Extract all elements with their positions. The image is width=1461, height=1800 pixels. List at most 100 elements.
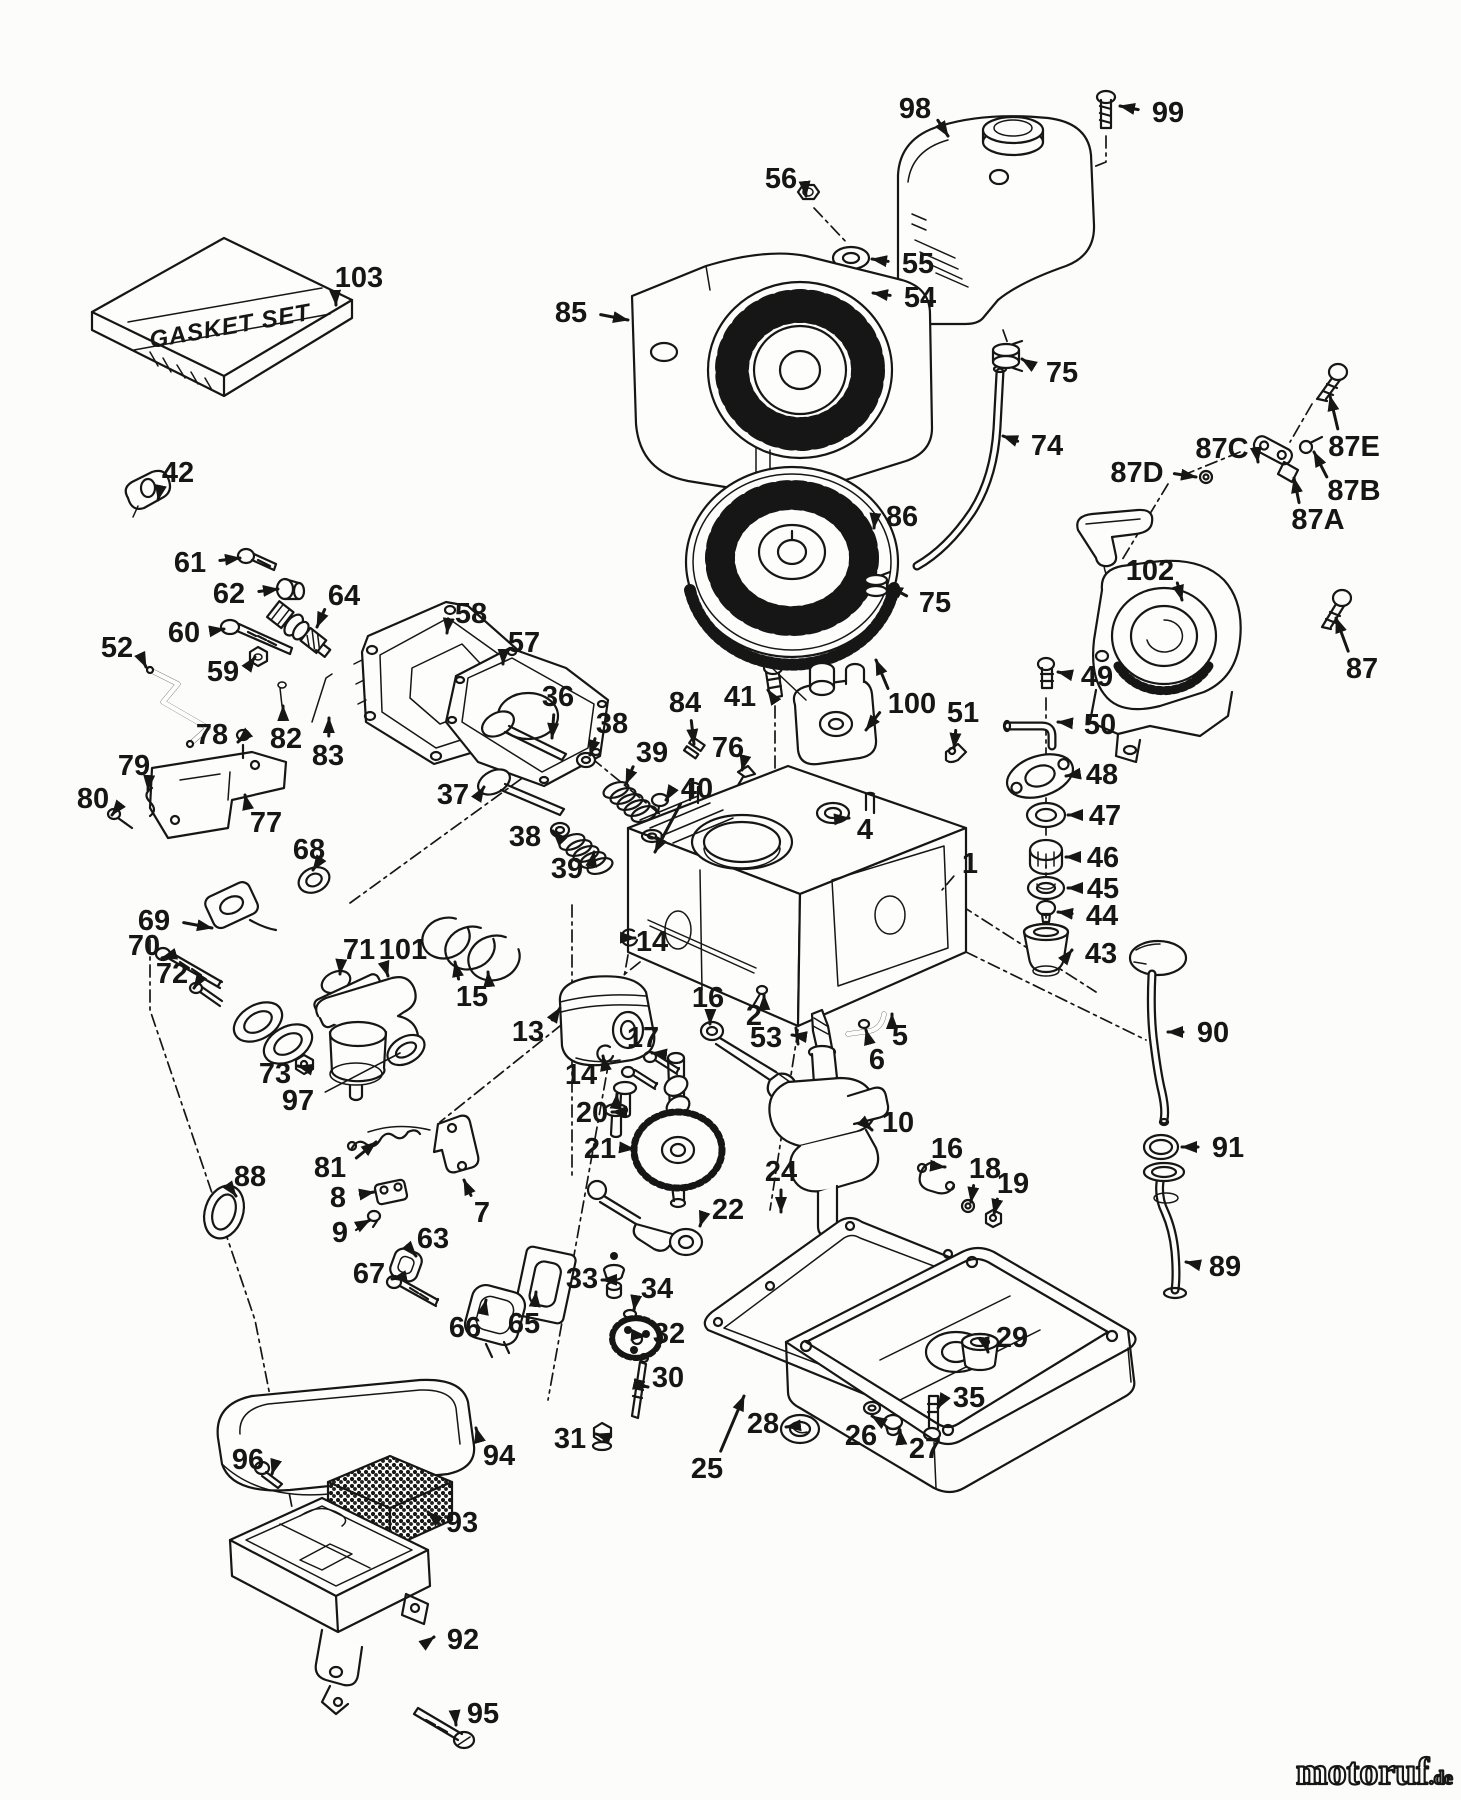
- part-label-24: 24: [765, 1156, 797, 1188]
- part-callout-22: 22: [698, 1194, 744, 1228]
- leader-arrow: [978, 1335, 990, 1354]
- clip-51-drawing: [944, 742, 968, 764]
- part-label-17: 17: [627, 1022, 659, 1054]
- air-box-drawing: [228, 1496, 432, 1716]
- spool-33-drawing: [602, 1263, 626, 1300]
- part-callout-2: 2: [746, 993, 771, 1032]
- leader-arrow: [790, 1031, 808, 1044]
- valve-36-drawing: [481, 710, 568, 762]
- part-label-91: 91: [1212, 1132, 1244, 1164]
- part-label-47: 47: [1089, 800, 1121, 832]
- leader-arrow: [1327, 394, 1340, 431]
- part-label-88: 88: [234, 1161, 266, 1193]
- bushing-62-drawing: [275, 577, 306, 601]
- leader-arrow: [358, 1188, 376, 1201]
- part-label-95: 95: [467, 1698, 499, 1730]
- part-callout-17: 17: [627, 1022, 668, 1061]
- part-label-64: 64: [328, 580, 360, 612]
- leader-arrow: [1172, 468, 1198, 481]
- piston-rings-drawing: [421, 916, 521, 982]
- logo-letter: f: [1416, 1751, 1430, 1793]
- leader-arrow: [1118, 103, 1140, 115]
- part-callout-83: 83: [312, 716, 344, 772]
- part-label-66: 66: [449, 1312, 481, 1344]
- part-callout-10: 10: [856, 1107, 914, 1139]
- part-callout-89: 89: [1184, 1251, 1241, 1283]
- part-label-57: 57: [508, 627, 540, 659]
- part-callout-82: 82: [270, 704, 302, 755]
- logo-letter: m: [1296, 1751, 1328, 1793]
- part-callout-4: 4: [833, 813, 873, 846]
- leader-arrow: [155, 484, 167, 502]
- leader-arrow: [483, 970, 496, 988]
- leader-arrow: [967, 1184, 980, 1204]
- part-label-74: 74: [1031, 430, 1063, 462]
- part-callout-72: 72: [156, 958, 208, 990]
- leader-arrow: [324, 1052, 401, 1093]
- logo-letter: t: [1347, 1751, 1360, 1793]
- part-label-83: 83: [312, 740, 344, 772]
- part-callout-43: 43: [1057, 938, 1117, 970]
- part-callout-93: 93: [426, 1507, 478, 1539]
- leader-arrow: [1056, 907, 1074, 920]
- part-callout-77: 77: [242, 793, 282, 839]
- leader-arrow: [401, 1240, 418, 1258]
- leader-arrow: [585, 850, 598, 868]
- part-label-77: 77: [250, 807, 282, 839]
- part-label-87: 87: [1346, 653, 1378, 685]
- part-label-14: 14: [565, 1059, 597, 1091]
- leader-arrow: [650, 1048, 668, 1061]
- part-label-39: 39: [636, 737, 668, 769]
- leader-arrow: [452, 960, 464, 981]
- leader-arrow: [1312, 450, 1329, 479]
- leader-arrow: [528, 1290, 541, 1308]
- leader-arrow: [895, 1428, 908, 1446]
- part-label-58: 58: [455, 598, 487, 630]
- part-callout-9: 9: [332, 1217, 372, 1249]
- part-label-82: 82: [270, 723, 302, 755]
- part-callout-55: 55: [870, 248, 934, 280]
- part-callout-18: 18: [967, 1153, 1001, 1204]
- part-callout-8: 8: [330, 1182, 376, 1214]
- part-label-53: 53: [750, 1022, 782, 1054]
- part-label-40: 40: [681, 773, 713, 805]
- leader-arrow: [1291, 476, 1303, 505]
- part-label-1: 1: [962, 848, 978, 880]
- part-label-20: 20: [576, 1097, 608, 1129]
- leader-arrow: [870, 255, 890, 268]
- leader-arrow: [442, 617, 455, 635]
- part-callout-75: 75: [886, 584, 951, 619]
- part-label-67: 67: [353, 1258, 385, 1290]
- carburetor-drawing: [313, 973, 422, 1102]
- part-callout-39: 39: [551, 850, 598, 885]
- part-label-94: 94: [483, 1440, 515, 1472]
- part-label-41: 41: [724, 681, 756, 713]
- breather-bolt-49-drawing: [1036, 656, 1056, 690]
- part-callout-87E: 87E: [1327, 394, 1380, 463]
- leader-arrow: [1057, 948, 1074, 966]
- leader-arrow: [1334, 616, 1350, 653]
- part-label-5: 5: [892, 1020, 908, 1052]
- leader-arrow: [182, 919, 214, 932]
- screw-87B-drawing: [1298, 435, 1324, 455]
- part-callout-76: 76: [712, 732, 752, 772]
- leader-arrow: [218, 553, 242, 566]
- part-callout-80: 80: [77, 783, 126, 817]
- part-label-31: 31: [554, 1423, 586, 1455]
- part-label-103: 103: [335, 262, 383, 294]
- screw-87E-drawing: [1315, 362, 1349, 403]
- leader-arrow: [1001, 434, 1020, 447]
- part-label-38: 38: [509, 821, 541, 853]
- leader-arrow: [474, 1426, 486, 1445]
- part-label-79: 79: [118, 750, 150, 782]
- part-callout-71: 71: [335, 934, 375, 976]
- leader-arrow: [270, 1457, 282, 1476]
- ball-washer-34-drawing: [610, 1252, 638, 1320]
- part-callout-86: 86: [869, 501, 918, 533]
- part-label-27: 27: [909, 1433, 941, 1465]
- part-label-28: 28: [747, 1408, 779, 1440]
- screw-96-drawing: [253, 1460, 284, 1490]
- part-label-102: 102: [1126, 555, 1174, 587]
- part-label-35: 35: [953, 1382, 985, 1414]
